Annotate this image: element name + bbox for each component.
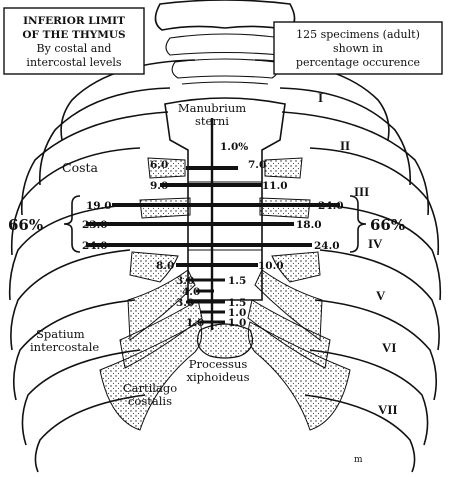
label-costalis: costalis xyxy=(128,394,172,408)
bracket-right xyxy=(349,195,367,253)
title-box xyxy=(3,7,145,75)
value-24-0-c: 24.0 xyxy=(314,240,340,252)
rib-numeral-7: VII xyxy=(378,402,398,417)
label-xiphoideus: xiphoideus xyxy=(186,370,249,384)
right-bracket-percent: 66% xyxy=(370,216,405,234)
vertebra-top xyxy=(154,0,296,85)
value-8-0: 8.0 xyxy=(156,260,174,272)
left-bracket-percent: 66% xyxy=(8,216,43,234)
rib-numeral-4: IV xyxy=(368,236,383,251)
label-cartilago: Cartilago xyxy=(123,381,177,395)
left-cartilages xyxy=(99,157,203,431)
percentage-bars xyxy=(86,166,340,324)
value-10-0: 10.0 xyxy=(258,260,284,272)
value-1-5-b: 1.5 xyxy=(228,297,246,309)
value-9-0: 9.0 xyxy=(150,180,168,192)
value-1-0-a: 1.0 xyxy=(228,307,246,319)
label-intercostale: intercostale xyxy=(30,340,99,354)
value-19-0: 19.0 xyxy=(86,200,112,212)
value-7-0: 7.0 xyxy=(248,159,266,171)
right-cartilages xyxy=(247,157,351,431)
title-line-1: INFERIOR LIMIT xyxy=(23,15,125,27)
signature-mark: m xyxy=(354,455,363,465)
label-processus: Processus xyxy=(189,357,248,371)
value-1-0-c: 1.0 xyxy=(228,317,246,329)
title-line-4: intercostal levels xyxy=(26,56,121,69)
info-line-2: shown in xyxy=(333,42,383,55)
label-manubrium: Manubrium xyxy=(178,101,246,115)
value-4-0: 4.0 xyxy=(182,286,200,298)
value-24-0-a: 24.0 xyxy=(318,200,344,212)
value-18-0: 18.0 xyxy=(296,219,322,231)
info-box xyxy=(273,21,443,75)
value-24-0-b: 24.0 xyxy=(82,240,108,252)
info-line-3: percentage occurence xyxy=(296,56,420,69)
rib-numeral-6: VI xyxy=(382,340,396,355)
label-spatium: Spatium xyxy=(36,327,85,341)
rib-numeral-1: I xyxy=(318,90,323,105)
value-23-0: 23.0 xyxy=(82,219,108,231)
value-3-0-a: 3.0 xyxy=(176,275,194,287)
info-line-1: 125 specimens (adult) xyxy=(296,28,420,41)
label-sterni: sterni xyxy=(195,114,229,128)
value-1-0-b: 1.0 xyxy=(186,317,204,329)
rib-numeral-2: II xyxy=(340,138,350,153)
value-1-0-pct: 1.0% xyxy=(220,141,248,153)
value-1-5-a: 1.5 xyxy=(228,275,246,287)
label-costa: Costa xyxy=(62,160,99,175)
title-line-3: By costal and xyxy=(37,42,112,55)
rib-numeral-3: III xyxy=(354,184,369,199)
bracket-left xyxy=(63,195,81,253)
rib-numeral-5: V xyxy=(376,288,386,303)
title-line-2: OF THE THYMUS xyxy=(22,29,125,41)
value-6-0: 6.0 xyxy=(150,159,168,171)
left-ribs xyxy=(8,59,196,473)
value-3-0-b: 3.0 xyxy=(176,297,194,309)
value-11-0: 11.0 xyxy=(262,180,288,192)
